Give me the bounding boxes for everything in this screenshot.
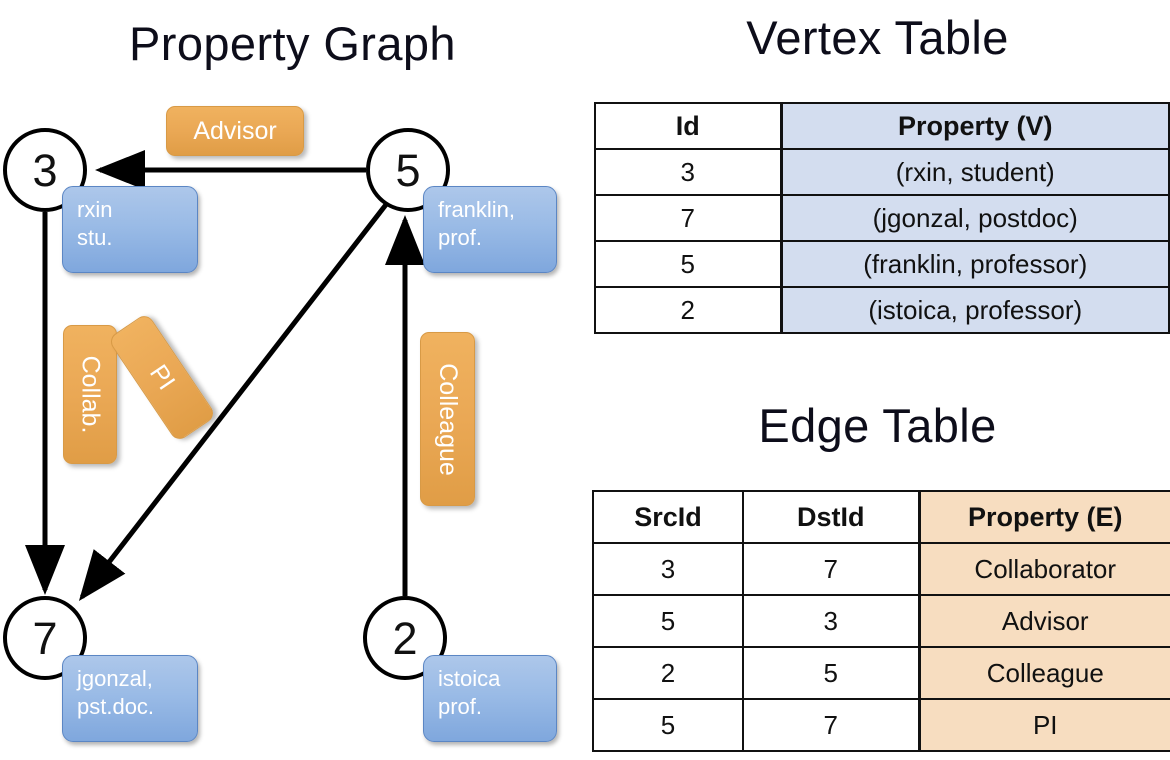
edge-table-cell-srcid: 3	[592, 542, 744, 596]
edge-table-cell-dstid: 3	[742, 594, 920, 648]
vertex-table-header-property: Property (V)	[779, 102, 1170, 150]
vertex-node-5-label: 5	[395, 144, 421, 196]
vertex-node-2[interactable]: 2	[363, 596, 447, 680]
edge-table-cell-dstid: 5	[742, 646, 920, 700]
edge-table-cell-dstid: 7	[742, 542, 920, 596]
edge-table: SrcId DstId Property (E) 3 7 Collaborato…	[592, 490, 1170, 752]
edge-table-header-row: SrcId DstId Property (E)	[592, 490, 1170, 544]
edge-table-header-dstid: DstId	[742, 490, 920, 544]
table-row: 3 7 Collaborator	[592, 542, 1170, 596]
graph-edges-layer	[25, 150, 425, 601]
edge-table-cell-srcid: 5	[592, 594, 744, 648]
table-row: 5 (franklin, professor)	[594, 240, 1170, 288]
vertex-node-2-label: 2	[392, 612, 418, 664]
edge-5-to-7-pi	[78, 200, 390, 601]
page-title-property-graph: Property Graph	[129, 17, 456, 70]
edge-label-badge-advisor-text: Advisor	[193, 116, 277, 145]
edge-label-badge-collab-text: Collab.	[76, 355, 105, 434]
edge-table-cell-property: Colleague	[917, 646, 1170, 700]
edge-label-badge-colleague: Colleague	[420, 332, 475, 506]
table-row: 2 (istoica, professor)	[594, 286, 1170, 334]
vertex-table-cell-id: 3	[594, 148, 782, 196]
vertex-property-callout-istoica: istoica prof.	[423, 655, 557, 742]
table-row: 5 3 Advisor	[592, 594, 1170, 648]
page-title-edge-table: Edge Table	[758, 399, 997, 452]
vertex-table-header-row: Id Property (V)	[594, 102, 1170, 150]
vertex-table-cell-property: (rxin, student)	[779, 148, 1170, 196]
table-row: 3 (rxin, student)	[594, 148, 1170, 196]
edge-table-cell-srcid: 5	[592, 698, 744, 752]
vertex-property-callout-jgonzal: jgonzal, pst.doc.	[62, 655, 198, 742]
table-row: 2 5 Colleague	[592, 646, 1170, 700]
vertex-property-callout-rxin: rxin stu.	[62, 186, 198, 273]
page-title-vertex-table: Vertex Table	[746, 11, 1009, 64]
vertex-table-cell-property: (istoica, professor)	[779, 286, 1170, 334]
vertex-table-cell-property: (franklin, professor)	[779, 240, 1170, 288]
table-row: 5 7 PI	[592, 698, 1170, 752]
vertex-table-cell-property: (jgonzal, postdoc)	[779, 194, 1170, 242]
vertex-table-header-id: Id	[594, 102, 782, 150]
vertex-table: Id Property (V) 3 (rxin, student) 7 (jgo…	[594, 102, 1170, 334]
property-graph-diagram: 3 5 7 2 rxin stu. franklin, prof. jgonza…	[3, 106, 557, 742]
vertex-table-cell-id: 5	[594, 240, 782, 288]
vertex-node-5[interactable]: 5	[366, 128, 450, 212]
edge-table-cell-dstid: 7	[742, 698, 920, 752]
vertex-table-cell-id: 7	[594, 194, 782, 242]
edge-label-badge-pi-text: PI	[144, 359, 181, 395]
edge-table-header-srcid: SrcId	[592, 490, 744, 544]
edge-label-badge-collab: Collab.	[63, 325, 117, 464]
edge-table-cell-property: PI	[917, 698, 1170, 752]
vertex-property-callout-franklin: franklin, prof.	[423, 186, 557, 273]
edge-label-badge-advisor: Advisor	[166, 106, 304, 156]
vertex-node-3-label: 3	[32, 144, 58, 196]
edge-table-cell-srcid: 2	[592, 646, 744, 700]
edge-table-cell-property: Advisor	[917, 594, 1170, 648]
edge-label-badge-colleague-text: Colleague	[434, 362, 462, 476]
table-row: 7 (jgonzal, postdoc)	[594, 194, 1170, 242]
edge-table-header-property: Property (E)	[917, 490, 1170, 544]
edge-table-cell-property: Collaborator	[917, 542, 1170, 596]
vertex-node-7-label: 7	[32, 612, 58, 664]
vertex-table-cell-id: 2	[594, 286, 782, 334]
